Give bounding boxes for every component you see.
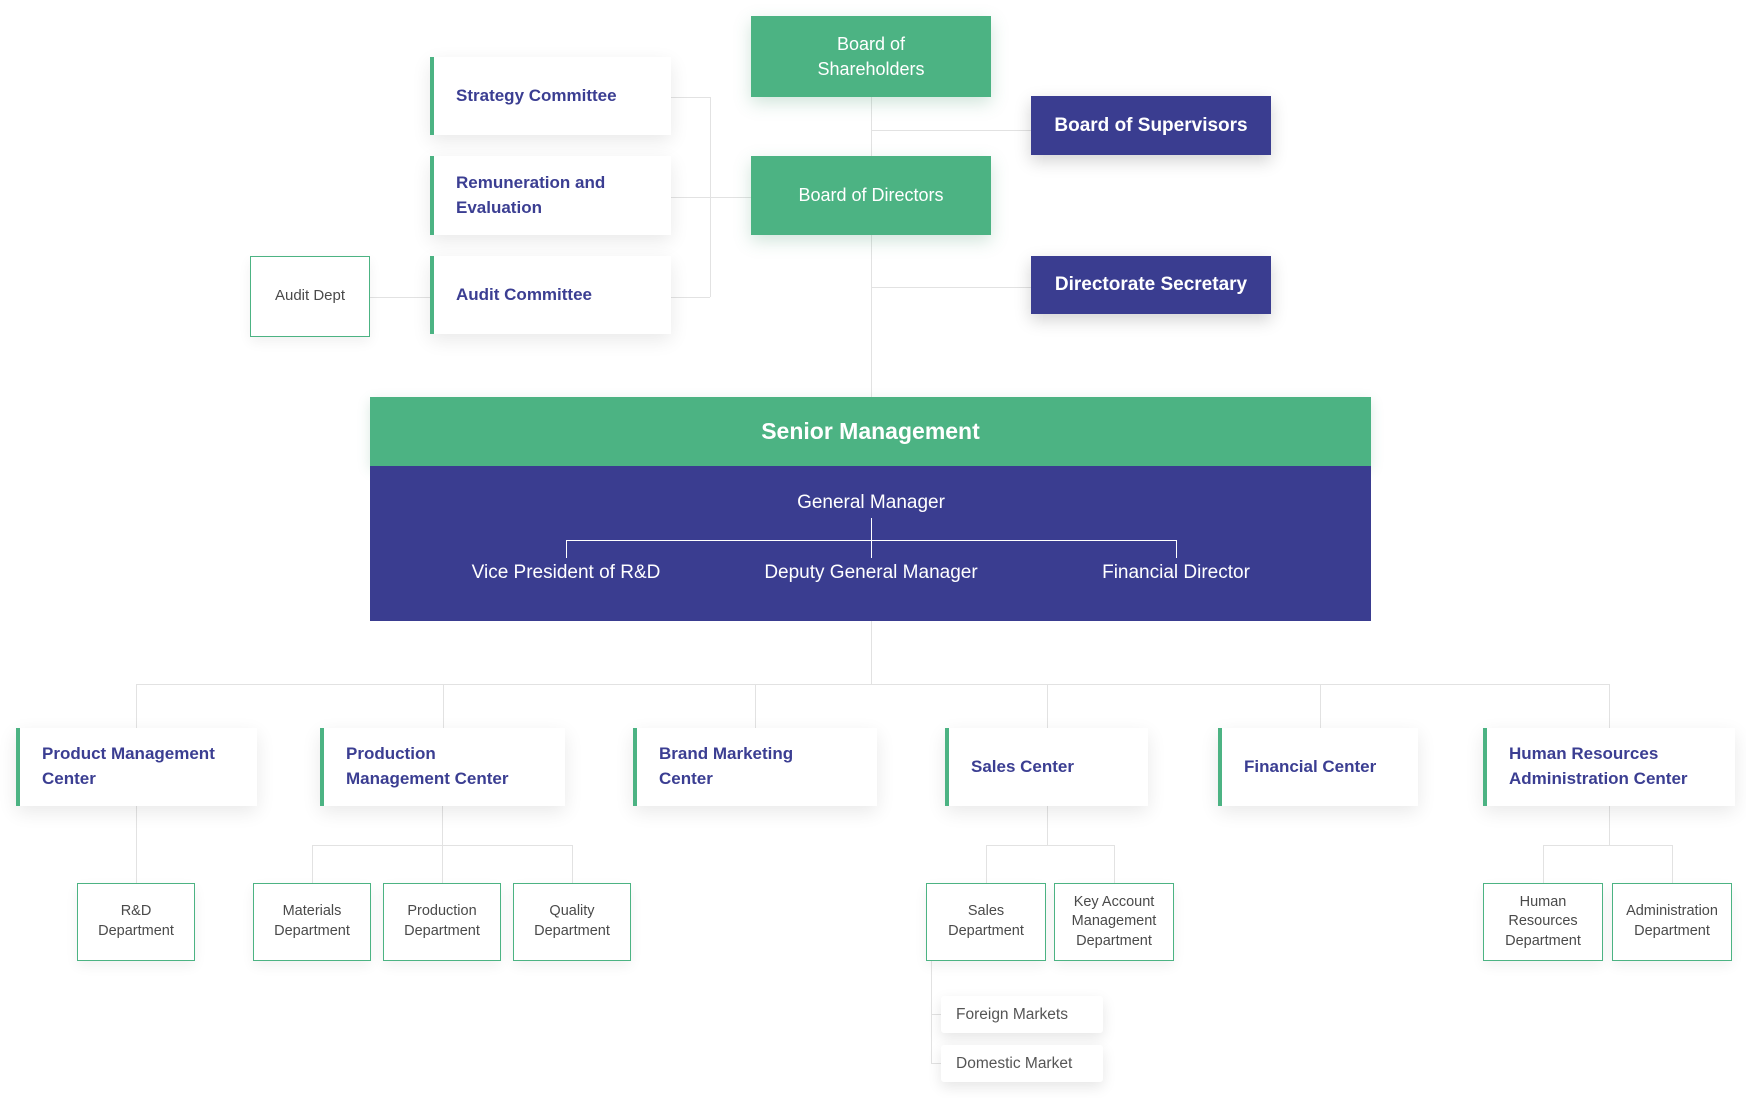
node-label: Foreign Markets <box>956 1005 1068 1023</box>
node-hr-administration-center[interactable]: Human Resources Administration Center <box>1483 728 1735 806</box>
node-financial-center[interactable]: Financial Center <box>1218 728 1418 806</box>
node-remuneration-and-evaluation[interactable]: Remuneration and Evaluation <box>430 156 671 235</box>
vice-president-rnd-label: Vice President of R&D <box>471 562 661 583</box>
node-administration-department[interactable]: Administration Department <box>1612 883 1732 961</box>
node-label: Production Department <box>404 903 480 939</box>
node-product-management-center[interactable]: Product Management Center <box>16 728 257 806</box>
node-label: Financial Center <box>1244 756 1377 776</box>
node-label: Human Resources Department <box>1505 893 1581 949</box>
node-label: Audit Dept <box>274 287 346 305</box>
node-label: Key Account Management Department <box>1071 893 1157 949</box>
connector-drop-product <box>136 684 137 728</box>
connector-domestic-stub <box>931 1063 941 1064</box>
node-production-management-center[interactable]: Production Management Center <box>320 728 565 806</box>
senior-management-body[interactable]: General Manager Vice President of R&D De… <box>370 466 1371 621</box>
financial-director-label: Financial Director <box>1102 562 1250 583</box>
sm-connector-drop-financial <box>1176 540 1177 558</box>
connector-centers-bus <box>136 684 1609 685</box>
node-audit-committee[interactable]: Audit Committee <box>430 256 671 334</box>
connector-drop-key-account <box>1114 845 1115 883</box>
node-label: Board of Directors <box>798 185 944 206</box>
node-label: Board of Supervisors <box>1054 114 1248 136</box>
sm-connector-stem <box>871 518 872 540</box>
node-quality-department[interactable]: Quality Department <box>513 883 631 961</box>
connector-drop-production <box>443 684 444 728</box>
node-label: Remuneration and Evaluation <box>456 172 606 217</box>
connector-sales-bus <box>986 845 1114 846</box>
connector-sales-stem <box>1047 806 1048 845</box>
node-label: Directorate Secretary <box>1054 274 1248 295</box>
connector-drop-admin-dept <box>1672 845 1673 883</box>
connector-product-to-rnd <box>136 806 137 883</box>
senior-management-title: Senior Management <box>761 418 980 444</box>
connector-to-supervisors <box>871 130 1031 131</box>
node-sales-center[interactable]: Sales Center <box>945 728 1148 806</box>
connector-hr-bus <box>1543 845 1672 846</box>
connector-drop-production-dept <box>442 845 443 883</box>
node-brand-marketing-center[interactable]: Brand Marketing Center <box>633 728 877 806</box>
node-label: Materials Department <box>274 903 350 939</box>
connector-foreign-stub <box>931 1014 941 1015</box>
connector-audit-stub <box>671 297 710 298</box>
node-foreign-markets[interactable]: Foreign Markets <box>941 996 1103 1033</box>
node-label: Sales Department <box>948 903 1024 939</box>
connector-markets-stem <box>931 961 932 1064</box>
connector-remuneration-stub <box>671 197 751 198</box>
connector-drop-financial <box>1320 684 1321 728</box>
connector-drop-hr <box>1609 684 1610 728</box>
connector-to-secretary <box>871 287 1031 288</box>
connector-production-stem <box>442 806 443 845</box>
node-board-of-shareholders[interactable]: Board of Shareholders <box>751 16 991 97</box>
node-label: Brand Marketing Center <box>659 744 794 788</box>
node-label: Production Management Center <box>346 744 509 788</box>
node-label: Administration Department <box>1626 903 1718 939</box>
node-label: Strategy Committee <box>456 85 617 105</box>
node-materials-department[interactable]: Materials Department <box>253 883 371 961</box>
node-label: Domestic Market <box>956 1054 1073 1072</box>
node-label: Product Management Center <box>42 744 215 788</box>
node-label: Sales Center <box>971 756 1074 776</box>
connector-drop-sales <box>1047 684 1048 728</box>
node-strategy-committee[interactable]: Strategy Committee <box>430 57 671 135</box>
node-label: R&D Department <box>98 903 174 939</box>
sm-connector-drop-deputy <box>871 540 872 558</box>
node-production-department[interactable]: Production Department <box>383 883 501 961</box>
connector-trunk-top <box>871 97 872 397</box>
node-board-of-supervisors[interactable]: Board of Supervisors <box>1031 96 1271 155</box>
senior-management-header[interactable]: Senior Management <box>370 397 1371 466</box>
node-label: Quality Department <box>534 903 610 939</box>
node-sales-department[interactable]: Sales Department <box>926 883 1046 961</box>
node-human-resources-department[interactable]: Human Resources Department <box>1483 883 1603 961</box>
connector-trunk-mid <box>871 621 872 684</box>
connector-hr-stem <box>1609 806 1610 845</box>
connector-drop-hr-dept <box>1543 845 1544 883</box>
node-key-account-management-department[interactable]: Key Account Management Department <box>1054 883 1174 961</box>
connector-drop-sales-dept <box>986 845 987 883</box>
node-rnd-department[interactable]: R&D Department <box>77 883 195 961</box>
general-manager-label: General Manager <box>797 492 945 513</box>
connector-drop-materials <box>312 845 313 883</box>
node-label: Audit Committee <box>456 284 592 304</box>
node-label: Human Resources Administration Center <box>1509 744 1688 788</box>
connector-strategy-stub <box>671 97 710 98</box>
connector-drop-quality <box>572 845 573 883</box>
node-directorate-secretary[interactable]: Directorate Secretary <box>1031 256 1271 314</box>
node-domestic-market[interactable]: Domestic Market <box>941 1045 1103 1082</box>
connector-audit-dept-link <box>370 297 430 298</box>
node-label: Board of Shareholders <box>817 34 925 79</box>
sm-connector-drop-vp <box>566 540 567 558</box>
deputy-general-manager-label: Deputy General Manager <box>764 562 978 583</box>
node-board-of-directors[interactable]: Board of Directors <box>751 156 991 235</box>
node-audit-dept[interactable]: Audit Dept <box>250 256 370 337</box>
connector-drop-brand <box>755 684 756 728</box>
